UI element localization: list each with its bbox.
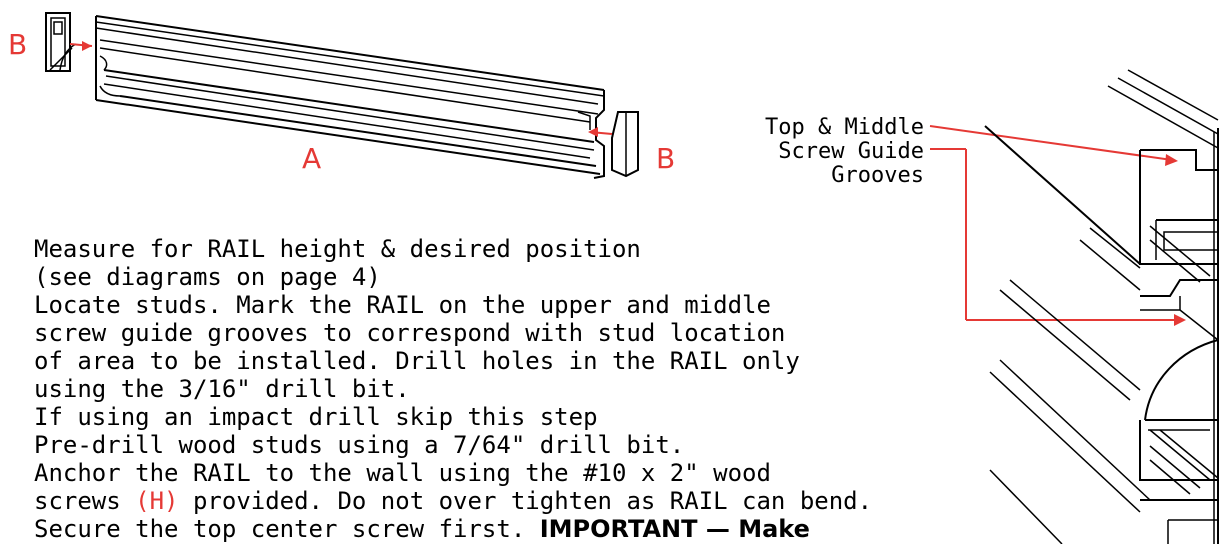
- end-cap-right: [611, 111, 639, 178]
- part-label-a: A: [302, 142, 321, 175]
- important-note: IMPORTANT — Make: [540, 515, 810, 543]
- arrow-left-cap: [69, 41, 93, 51]
- instruction-line-5: of area to be installed. Drill holes in …: [34, 347, 800, 375]
- rail-cross-section: [984, 69, 1219, 544]
- instruction-line-4: screw guide grooves to correspond with s…: [34, 319, 785, 347]
- rail-perspective: [95, 15, 605, 179]
- callout-leader-top: [929, 125, 1178, 166]
- callout-grooves-line1: Top & Middle: [765, 115, 924, 140]
- instruction-line-7: If using an impact drill skip this step: [34, 403, 598, 431]
- instruction-line-6: using the 3/16" drill bit.: [34, 375, 410, 403]
- part-label-b-left: B: [8, 28, 27, 61]
- instruction-line-9: Anchor the RAIL to the wall using the #1…: [34, 459, 771, 487]
- instruction-line-11: Secure the top center screw first. IMPOR…: [34, 515, 810, 543]
- hardware-ref-h: (H): [135, 487, 178, 515]
- instruction-line-2: (see diagrams on page 4): [34, 263, 381, 291]
- instruction-line-1: Measure for RAIL height & desired positi…: [34, 235, 641, 263]
- instruction-line-8: Pre-drill wood studs using a 7/64" drill…: [34, 431, 684, 459]
- callout-grooves-line2: Screw Guide: [778, 139, 924, 164]
- callout-grooves-line3: Grooves: [831, 163, 924, 188]
- instruction-line-10: screws (H) provided. Do not over tighten…: [34, 487, 872, 515]
- instruction-line-3: Locate studs. Mark the RAIL on the upper…: [34, 291, 771, 319]
- part-label-b-right: B: [656, 142, 675, 175]
- end-cap-left: [45, 12, 77, 72]
- arrow-right-cap: [588, 127, 613, 137]
- callout-leader-middle: [930, 148, 1186, 326]
